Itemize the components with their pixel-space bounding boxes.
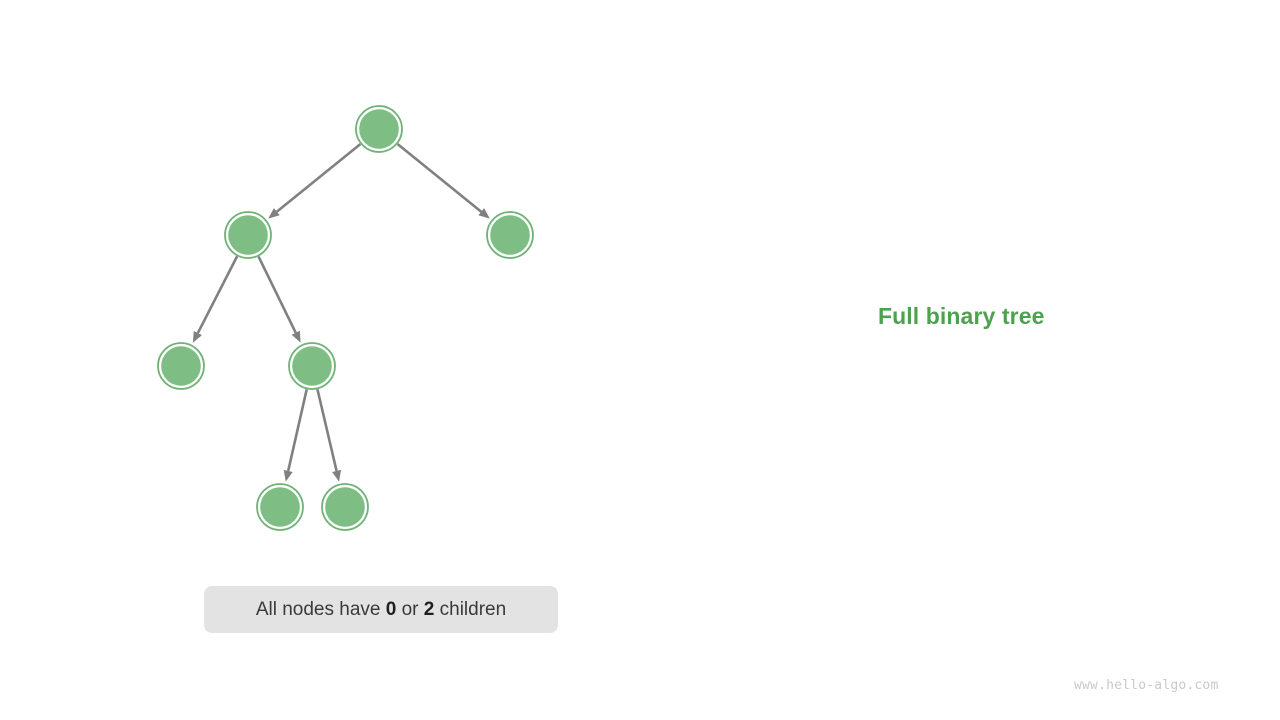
tree-node[interactable] [486, 211, 534, 259]
tree-node[interactable] [157, 342, 205, 390]
caption-segment: or [396, 598, 424, 620]
page-title: Full binary tree [878, 303, 1045, 329]
tree-edge [316, 389, 342, 482]
edge-arrowhead [291, 330, 301, 343]
tree-node[interactable] [288, 342, 336, 390]
edge-arrowhead [332, 469, 342, 482]
edge-layer [192, 143, 490, 482]
tree-node[interactable] [256, 483, 304, 531]
node-layer [157, 105, 534, 531]
edge-arrowhead [478, 208, 490, 219]
tree-node[interactable] [321, 483, 369, 531]
edge-arrowhead [268, 208, 280, 219]
tree-edge [283, 389, 308, 482]
edge-arrowhead [192, 330, 202, 343]
caption-segment: All nodes have [255, 598, 386, 620]
watermark: www.hello-algo.com [1074, 678, 1219, 693]
caption-text: All nodes have 0 or 2 children [256, 598, 506, 622]
caption-emphasis: 0 [385, 598, 397, 620]
tree-edge [396, 143, 490, 219]
caption-badge: All nodes have 0 or 2 children [204, 586, 558, 633]
tree-edge [192, 255, 239, 343]
tree-edge [257, 255, 301, 343]
tree-node[interactable] [224, 211, 272, 259]
tree-edge [268, 143, 362, 219]
edge-arrowhead [283, 469, 293, 482]
tree-node[interactable] [355, 105, 403, 153]
caption-emphasis: 2 [423, 598, 435, 620]
caption-segment: children [434, 598, 507, 620]
